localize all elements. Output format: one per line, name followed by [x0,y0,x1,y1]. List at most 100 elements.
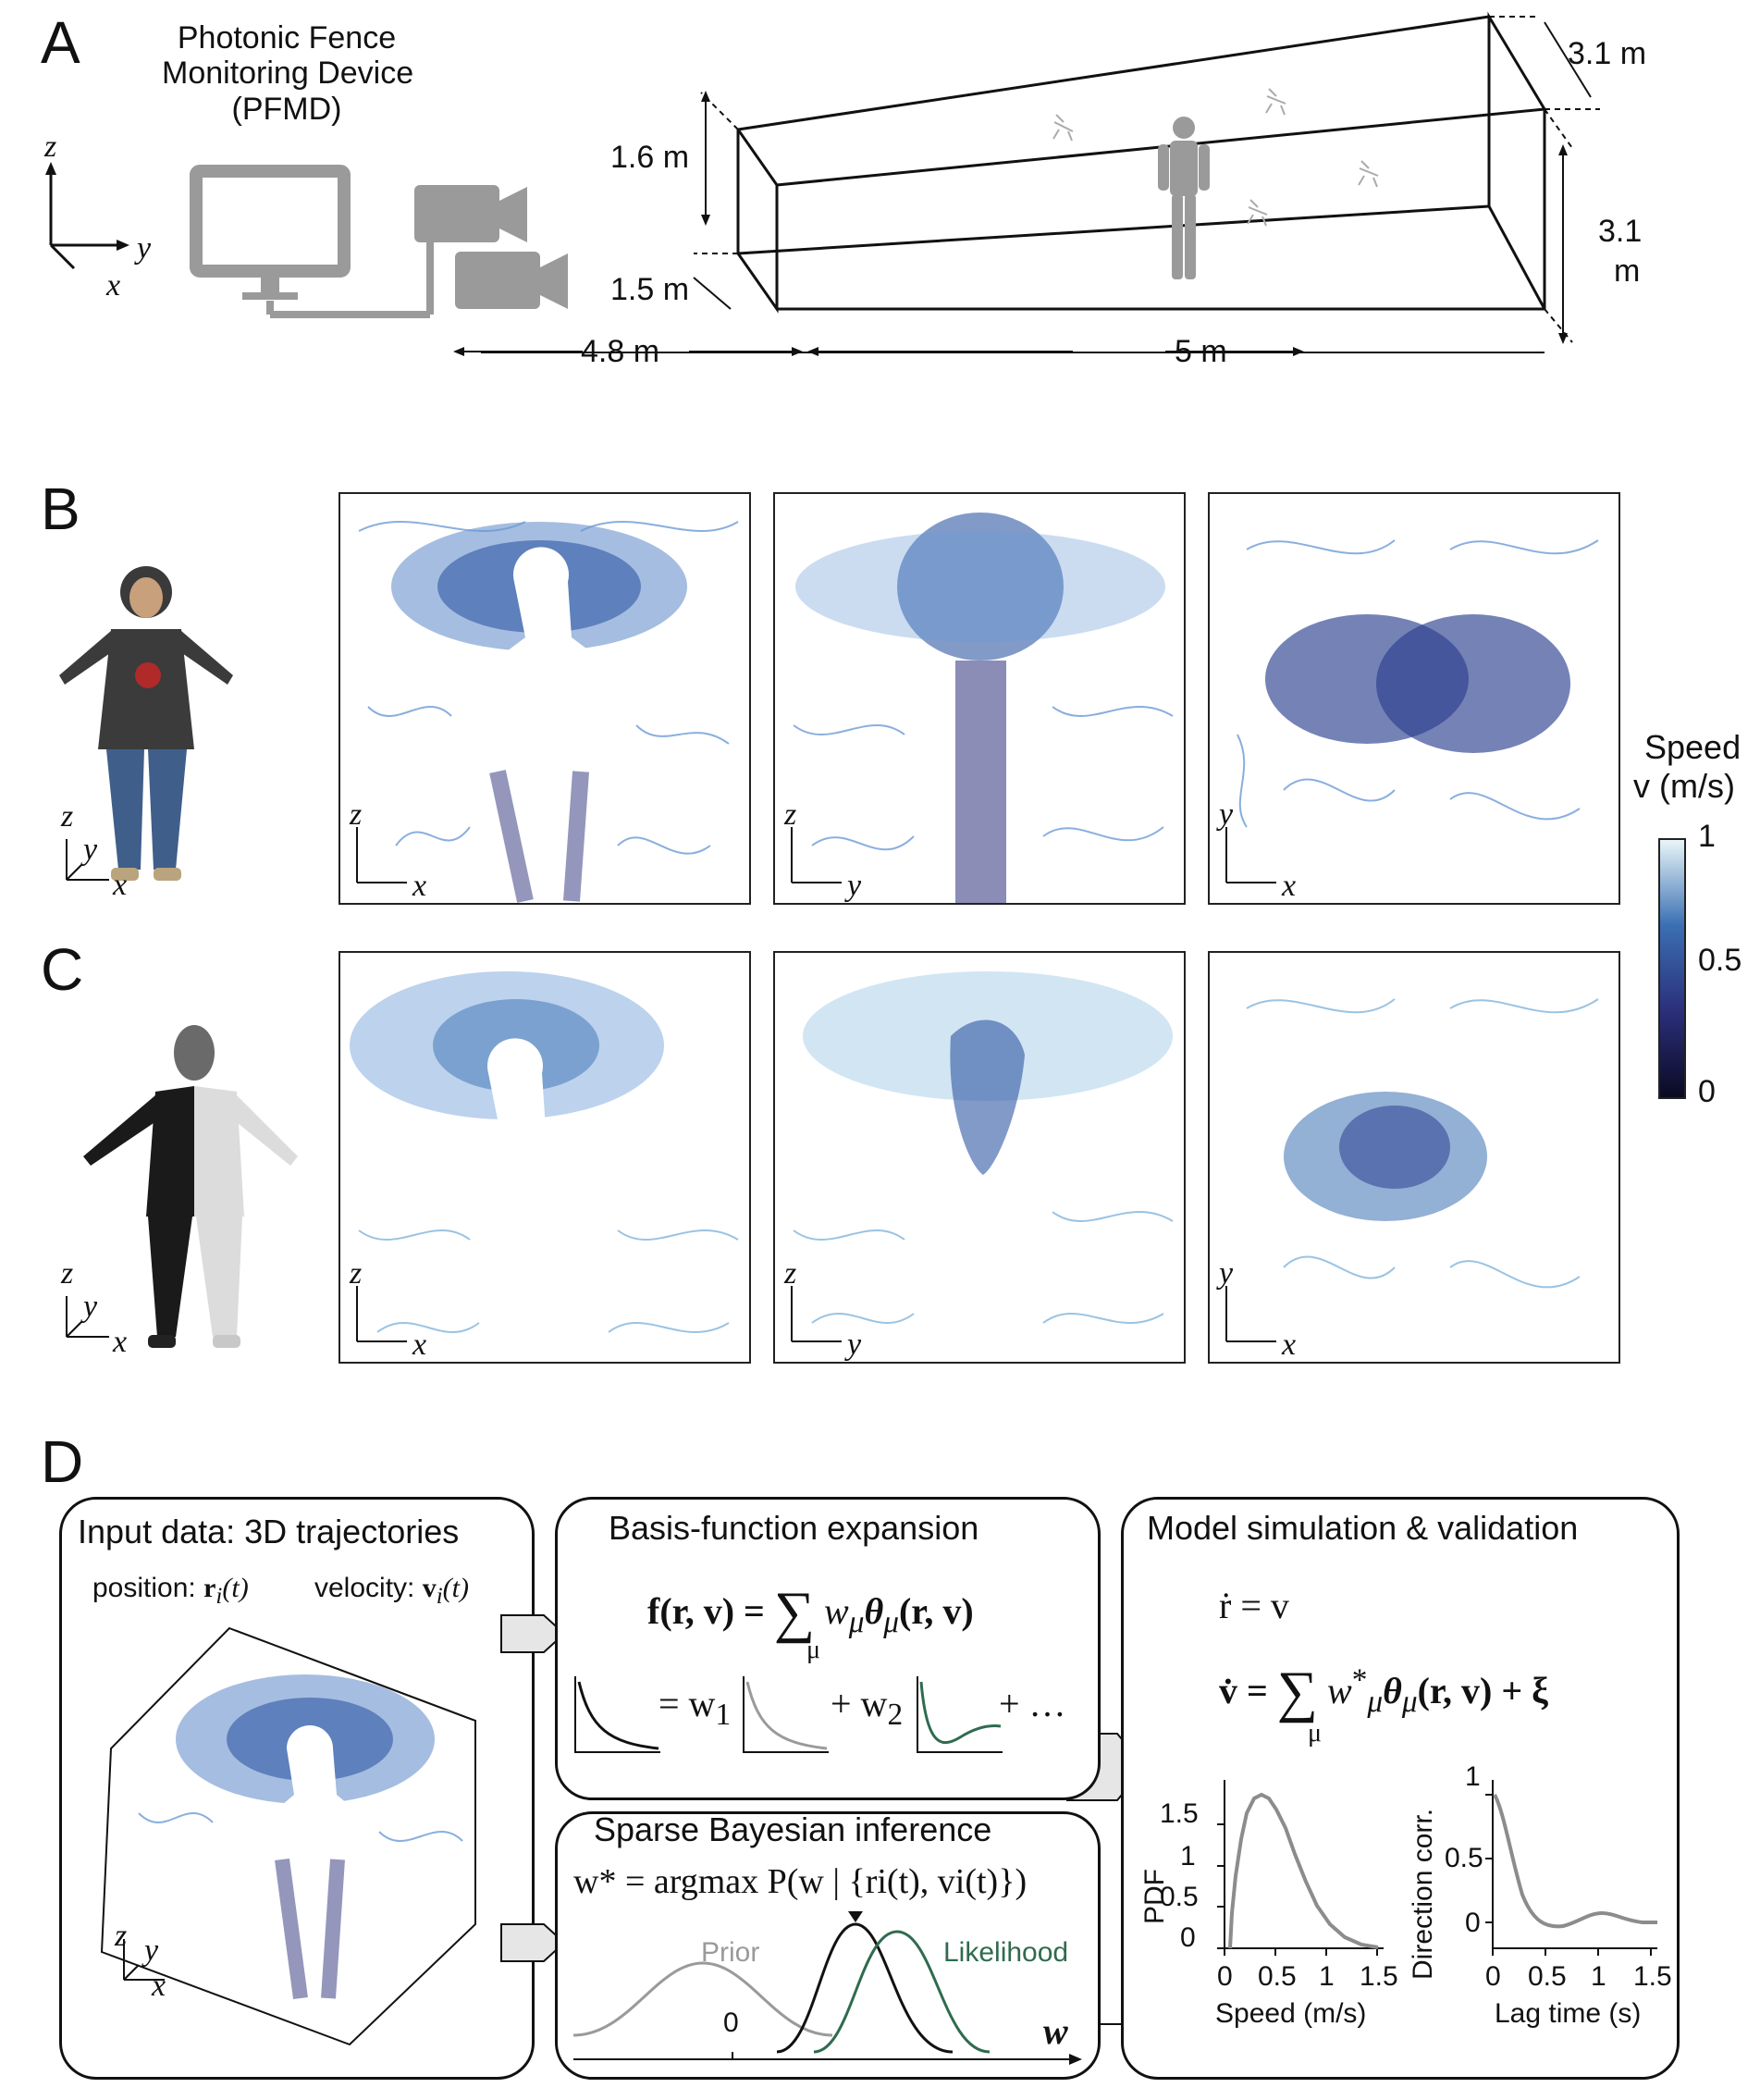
model-eq2-mu2: μ [1401,1685,1418,1719]
arrow-to-basis [500,1614,566,1653]
corr-ytick-1: 1 [1465,1761,1481,1792]
dim-label-3.1-right: 3.1 [1598,214,1643,249]
plot-axes-icon-c1 [356,1286,407,1342]
device-title-line3: (PFMD) [231,91,342,127]
speed-ytick-1: 1 [1180,1841,1196,1871]
coordinate-axes-a [45,162,129,270]
corr-ytick-0.5: 0.5 [1445,1843,1483,1873]
basis-eq-lhs: f(r, v) = [647,1590,774,1632]
plot-axis-label-b2-vert: z [784,797,797,832]
colorbar-tick-1: 1 [1698,819,1716,854]
speed-ytick-0: 0 [1180,1922,1196,1953]
model-eq1: ṙ = v [1219,1585,1289,1626]
plot-axis-label-c3-vert: y [1219,1256,1234,1291]
device-title: Photonic Fence Monitoring Device (PFMD) [162,20,414,127]
trajectory-art-b-yx [1237,539,1599,828]
basis-w1-text: = w [658,1683,716,1724]
likelihood-label: Likelihood [943,1937,1069,1968]
panel-letter-a: A [41,9,80,76]
axis-label-x: x [106,268,121,303]
plot-axis-label-c1-horiz: x [412,1328,427,1362]
axis-label-y-a: y [137,231,152,266]
speed-ytick-0.5: 0.5 [1160,1882,1199,1912]
direction-corr-plot [1485,1780,1657,1956]
position-symbol: r [203,1573,216,1603]
plot-axes-icon-b3 [1225,827,1276,883]
basis-w1: = w1 [658,1682,731,1733]
speed-pdf-plot [1217,1780,1384,1956]
person-axis-x-b: x [113,868,128,902]
basis-ellipsis: + … [999,1683,1066,1724]
basis-plot-3 [917,1676,1003,1753]
plot-axis-label-c1-vert: z [350,1256,363,1291]
prior-zero: 0 [723,2007,739,2038]
dim-label-3.1m-top: 3.1 m [1568,36,1647,71]
person-axis-z-b: z [61,799,74,834]
corr-xtick-0: 0 [1485,1961,1501,1992]
arrow-to-sparse [500,1923,566,1962]
input-data-title: Input data: 3D trajectories [78,1513,460,1550]
device-title-line1: Photonic Fence [177,20,397,56]
velocity-text: velocity: [314,1573,415,1603]
model-eq2-star: * [1351,1662,1368,1698]
person-photo-b [59,566,233,881]
sparse-equation: w* = argmax P(w | {ri(t), vi(t)}) [573,1862,1028,1901]
prior-label: Prior [701,1937,760,1968]
basis-equation: f(r, v) = ∑ wμθμ(r, v) [647,1573,974,1644]
model-title: Model simulation & validation [1147,1509,1579,1547]
basis-w2-text: + w [831,1683,888,1724]
speed-xtick-1.5: 1.5 [1360,1961,1398,1992]
trajectory-art-c-zx [350,971,739,1333]
dim-label-5m: 5 m [1175,334,1227,369]
colorbar-tick-0.5: 0.5 [1698,943,1742,978]
trajectory-plot-b-yx: y x [1208,492,1620,905]
corr-xtick-1.5: 1.5 [1633,1961,1672,1992]
model-eq2-theta: θ [1383,1670,1402,1711]
velocity-label: velocity: vi(t) [314,1573,469,1610]
room-diagram [481,11,1600,353]
plot-axes-icon-c3 [1225,1286,1276,1342]
model-eq2-sum: ∑ [1276,1661,1318,1723]
plot-axis-label-b1-horiz: x [412,869,427,903]
trajectory-art-b-zx [358,521,739,903]
position-subscript: i [215,1584,223,1609]
person-photo-c [83,1025,298,1348]
corr-ylabel: Direction corr. [1408,1808,1438,1980]
pfmd-device-illustration [190,165,568,318]
trajectory-plot-b-zx: z x [338,492,751,905]
plot-axis-label-b2-horiz: y [847,869,862,903]
basis-eq-w: w [824,1590,849,1632]
plot-axis-label-c2-horiz: y [847,1328,862,1362]
trajectory-art-b-zy [793,513,1174,903]
panel-letter-b: B [41,476,80,542]
model-eq2-w: w [1327,1670,1352,1711]
trajectory-plot-c-zy: z y [773,951,1186,1364]
trajectory-art-c-yx [1246,998,1599,1289]
trajectory-plot-c-zx: z x [338,951,751,1364]
plot-axis-label-b1-vert: z [350,797,363,832]
basis-eq-theta: θ [864,1590,884,1632]
input-axis-x: x [152,1969,166,2003]
position-label: position: ri(t) [92,1573,249,1610]
dim-label-m-right: m [1614,253,1641,289]
plot-axis-label-c2-vert: z [784,1256,797,1291]
plot-axis-label-c3-horiz: x [1282,1328,1297,1362]
input-axis-y: y [144,1933,159,1968]
basis-w1-sub: 1 [715,1698,732,1732]
colorbar-subtitle: v (m/s) [1633,767,1735,805]
basis-plot-2 [743,1676,829,1753]
device-title-line2: Monitoring Device [162,56,414,92]
plot-axes-icon-c2 [791,1286,842,1342]
person-axes-icon-b [66,839,109,881]
panel-letter-d: D [41,1428,84,1495]
basis-eq-sum: ∑ [773,1581,816,1644]
plot-axes-icon-b2 [791,827,842,883]
speed-xtick-0.5: 0.5 [1258,1961,1297,1992]
person-axes-icon-c [66,1296,109,1338]
width-dimension-arrows [453,347,1304,356]
input-axes-icon [123,1939,165,1981]
plot-axis-label-b3-vert: y [1219,797,1234,832]
model-eq2-mu1: μ [1367,1685,1384,1719]
speed-xtick-0: 0 [1217,1961,1233,1992]
input-axis-z: z [115,1919,128,1953]
